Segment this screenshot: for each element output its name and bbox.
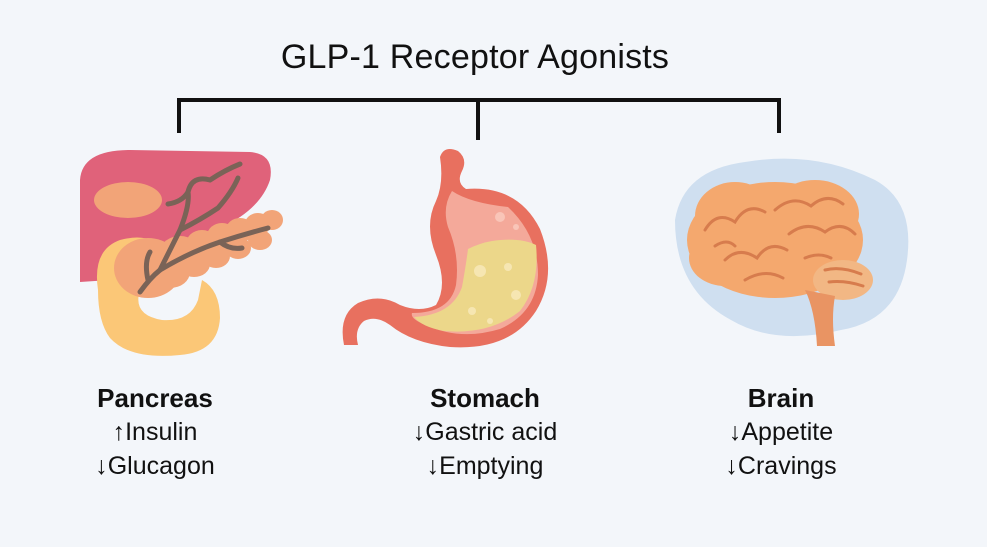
- organ-name: Pancreas: [97, 383, 213, 413]
- organ-effect: ↓Cravings: [725, 452, 837, 480]
- diagram-title: GLP-1 Receptor Agonists: [280, 38, 670, 76]
- organ-effect: ↑Insulin: [112, 418, 198, 446]
- brain-icon: [675, 158, 909, 346]
- organ-effect: ↓Appetite: [728, 418, 834, 446]
- organ-name: Stomach: [430, 383, 540, 413]
- organ-name: Brain: [747, 383, 815, 413]
- bracket-connector: [177, 98, 781, 140]
- organ-effect: ↓Emptying: [426, 452, 544, 480]
- organ-label-stomach: Stomach ↓Gastric acid ↓Emptying: [365, 381, 605, 483]
- pancreas-icon: [80, 150, 283, 356]
- organ-effect: ↓Glucagon: [95, 452, 215, 480]
- organ-label-pancreas: Pancreas ↑Insulin ↓Glucagon: [35, 381, 275, 483]
- stomach-icon: [342, 149, 549, 348]
- organ-label-brain: Brain ↓Appetite ↓Cravings: [661, 381, 901, 483]
- organ-effect: ↓Gastric acid: [412, 418, 558, 446]
